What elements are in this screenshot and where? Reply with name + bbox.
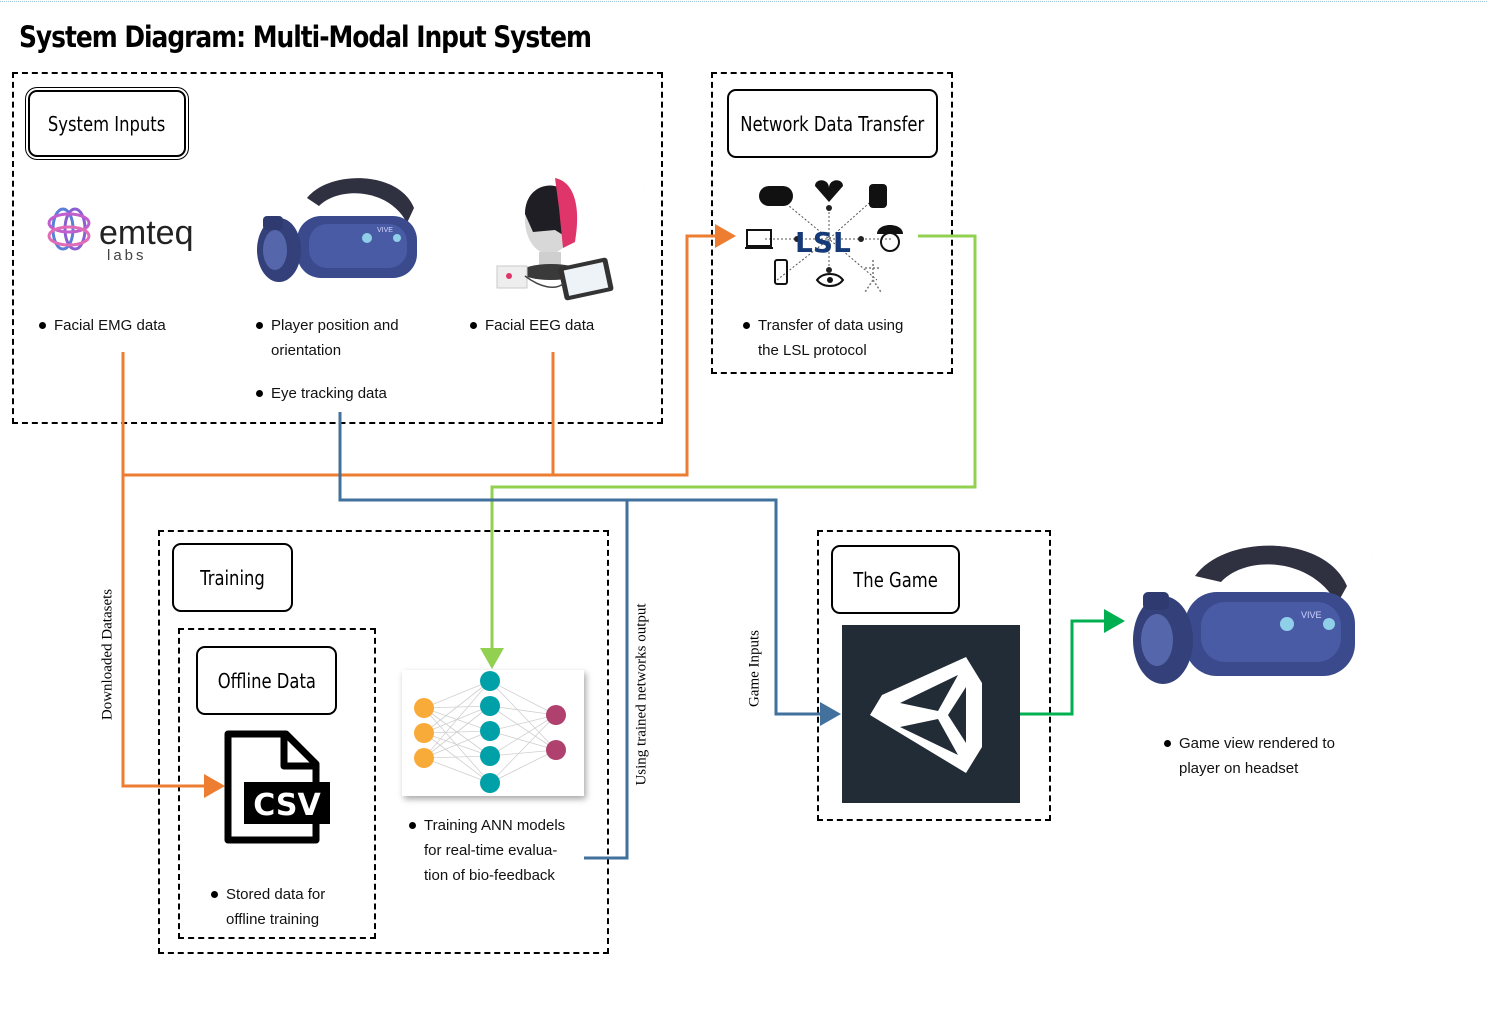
emteq-brand-text: emteq: [99, 214, 194, 252]
the-game-label: The Game: [831, 545, 960, 614]
system-inputs-group: [12, 72, 663, 424]
game-inputs-label: Game Inputs: [746, 629, 763, 708]
vive-output-text: VIVE: [1301, 610, 1322, 620]
downloaded-datasets-label: Downloaded Datasets: [99, 588, 116, 721]
neural-network-card: [402, 670, 584, 796]
bullet-dot: [39, 322, 46, 329]
emg-bullet: Facial EMG data: [39, 313, 166, 338]
ann-output-line: [584, 500, 629, 860]
network-group: [711, 72, 953, 374]
ann-bullet: Training ANN models for real-time evalua…: [409, 813, 565, 888]
eeg-bullet: Facial EEG data: [470, 313, 594, 338]
eeg-cap-icon: [463, 168, 645, 302]
emteq-logo: emteq labs: [33, 168, 214, 302]
offline-data-group: [178, 628, 376, 939]
neural-network-icon: [414, 671, 566, 793]
lsl-text: LSL: [795, 226, 851, 259]
eye-to-game-arrow: [338, 412, 841, 726]
unity-logo-panel: [842, 625, 1020, 803]
training-group: [158, 530, 609, 954]
bullet-dot: [256, 390, 263, 397]
lsl-card: LSL: [737, 168, 918, 302]
network-label: Network Data Transfer: [727, 89, 938, 158]
headset-bullet: Game view rendered to player on headset: [1164, 731, 1335, 781]
top-rule: [0, 1, 1487, 2]
headset-input-card: VIVE: [249, 168, 431, 302]
bullet-dot: [409, 822, 416, 829]
lsl-network-icon: LSL: [737, 168, 918, 302]
emteq-labs-text: labs: [107, 247, 147, 264]
trained-networks-label: Using trained networks output: [633, 603, 650, 786]
player-position-bullet: Player position and orientation: [256, 313, 399, 363]
orange-to-csv-arrow: [121, 475, 225, 798]
eeg-card: [463, 168, 645, 302]
bullet-dot: [211, 891, 218, 898]
training-label: Training: [172, 543, 293, 612]
lsl-bullet: Transfer of data using the LSL protocol: [743, 313, 903, 363]
game-group: [817, 530, 1051, 821]
system-inputs-label: System Inputs: [28, 90, 186, 157]
game-to-headset-arrow: [1020, 609, 1125, 716]
eye-tracking-bullet: Eye tracking data: [256, 381, 387, 406]
emteq-card: emteq labs: [33, 168, 214, 302]
headset-output-card: VIVE: [1125, 530, 1372, 712]
offline-bullet: Stored data for offline training: [211, 882, 325, 932]
bullet-dot: [470, 322, 477, 329]
csv-file-icon: CSV: [224, 730, 330, 844]
offline-data-label: Offline Data: [196, 646, 337, 715]
vr-headset-icon: VIVE: [249, 168, 431, 302]
bullet-dot: [256, 322, 263, 329]
diagram-title: System Diagram: Multi-Modal Input System: [19, 20, 592, 54]
bullet-dot: [743, 322, 750, 329]
orange-to-lsl-arrow: [123, 224, 736, 477]
unity-logo-icon: [870, 657, 982, 773]
lsl-to-ann-arrow: [480, 234, 977, 669]
vr-headset-output-icon: VIVE: [1125, 530, 1372, 712]
bullet-dot: [1164, 740, 1171, 747]
csv-text: CSV: [253, 788, 321, 823]
vive-text: VIVE: [377, 227, 393, 234]
